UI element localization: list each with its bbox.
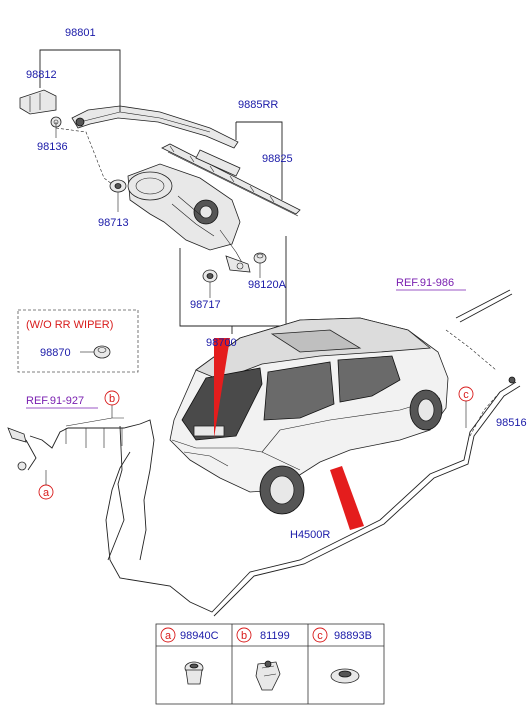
callout-c: c bbox=[458, 386, 474, 428]
wiper-blade bbox=[161, 143, 301, 217]
label-98516: 98516 bbox=[496, 417, 527, 429]
label-98801: 98801 bbox=[65, 27, 96, 39]
svg-text:b: b bbox=[241, 630, 247, 642]
svg-text:c: c bbox=[463, 389, 469, 401]
option-box-title: (W/O RR WIPER) bbox=[26, 319, 113, 331]
grommet-98713 bbox=[109, 179, 127, 193]
washer-hose bbox=[7, 289, 521, 617]
wiper-arm-cap bbox=[19, 89, 57, 115]
label-98120a: 98120A bbox=[248, 279, 287, 291]
label-98812: 98812 bbox=[26, 69, 57, 81]
label-98717: 98717 bbox=[190, 299, 221, 311]
svg-text:c: c bbox=[317, 630, 323, 642]
legend-part-b: 81199 bbox=[260, 630, 290, 642]
clip-81199-icon bbox=[255, 660, 281, 691]
wiper-motor bbox=[127, 163, 251, 273]
grommet-98893b-icon bbox=[330, 668, 360, 684]
clip-98940c-icon bbox=[184, 661, 204, 685]
wiper-arm bbox=[71, 105, 239, 149]
svg-text:a: a bbox=[43, 487, 50, 499]
label-98825: 98825 bbox=[262, 153, 293, 165]
car-body bbox=[169, 317, 449, 515]
legend-part-c: 98893B bbox=[334, 630, 372, 642]
reference-91-927[interactable]: REF.91-927 bbox=[26, 395, 84, 407]
callout-b: b bbox=[104, 390, 120, 406]
label-98136: 98136 bbox=[37, 141, 68, 153]
pointer-98700 bbox=[214, 338, 230, 438]
svg-text:b: b bbox=[109, 393, 115, 405]
grommet-98717 bbox=[202, 269, 218, 283]
legend-part-a: 98940C bbox=[180, 630, 219, 642]
label-98870: 98870 bbox=[40, 347, 71, 359]
plug-98870 bbox=[93, 345, 111, 359]
pointer-h4500r bbox=[330, 466, 364, 530]
callout-a: a bbox=[38, 470, 54, 500]
legend-table: a 98940C b 81199 c 98893B bbox=[155, 623, 385, 705]
label-9885rr: 9885RR bbox=[238, 99, 278, 111]
legend-cell-a: a 98940C bbox=[160, 627, 219, 685]
label-h4500r: H4500R bbox=[290, 529, 330, 541]
cap-98120a bbox=[253, 252, 267, 264]
label-98700: 98700 bbox=[206, 337, 237, 349]
legend-cell-b: b 81199 bbox=[236, 627, 290, 691]
reference-91-986[interactable]: REF.91-986 bbox=[396, 277, 454, 289]
option-box bbox=[17, 309, 139, 373]
legend-cell-c: c 98893B bbox=[312, 627, 372, 684]
label-98713: 98713 bbox=[98, 217, 129, 229]
svg-text:a: a bbox=[165, 630, 172, 642]
